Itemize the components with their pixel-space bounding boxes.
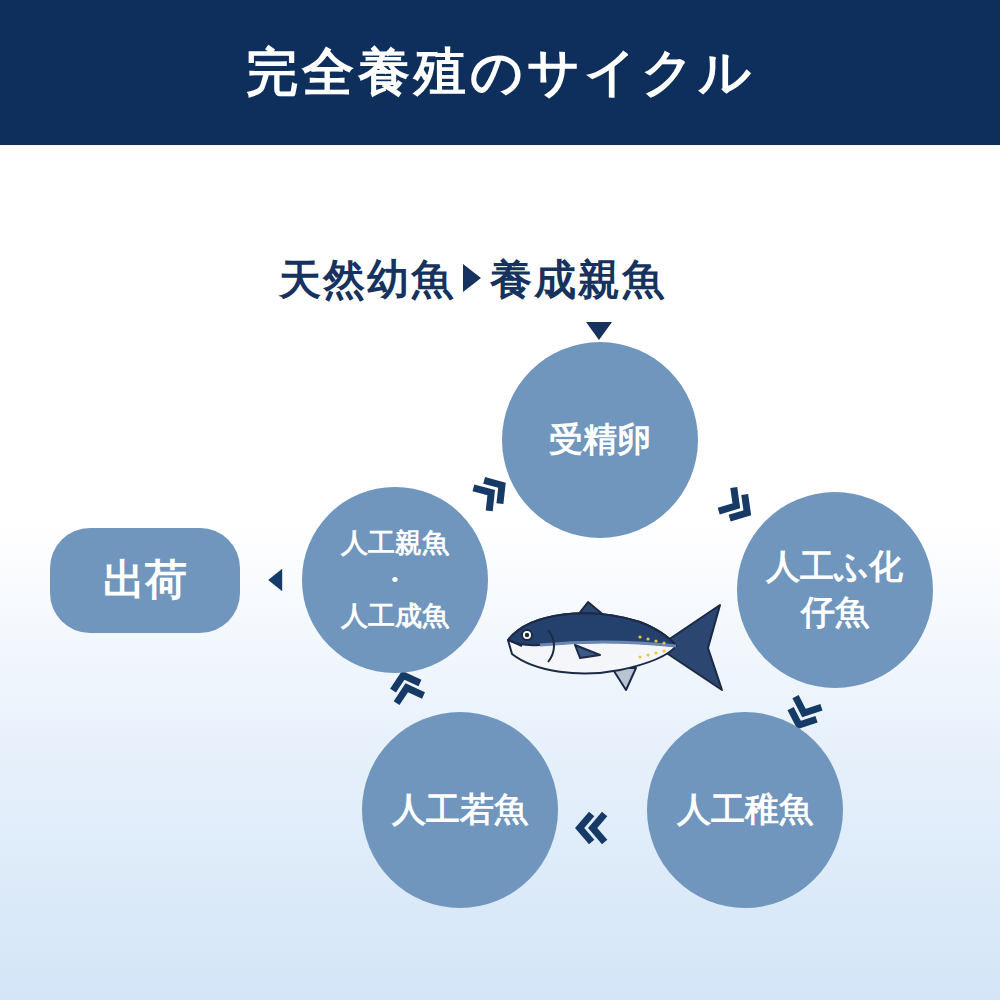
cycle-label: 天然幼魚: [279, 252, 455, 308]
pointer-triangle: [586, 322, 612, 340]
stage-circle: 人工稚魚: [647, 712, 843, 908]
chevron: [484, 480, 502, 503]
chevron: [580, 814, 592, 842]
title: 完全養殖のサイクル: [246, 38, 755, 108]
node-text: 人工親魚 ・ 人工成魚: [333, 525, 457, 634]
pointer-triangle: [463, 264, 481, 292]
node-text: 人工若魚: [375, 787, 545, 833]
chevron: [397, 688, 424, 703]
flow-arrow: [473, 480, 502, 510]
cycle-label: 養成親魚: [490, 252, 666, 308]
chevron: [730, 495, 748, 519]
chevron: [719, 488, 737, 512]
tuna-illustration: [508, 602, 722, 690]
stage-circle: 人工親魚 ・ 人工成魚: [302, 487, 487, 672]
stage-circle: 人工若魚: [362, 712, 558, 908]
chevron: [796, 697, 822, 713]
flow-arrow: [791, 697, 822, 725]
stage-circle: 受精卵: [502, 342, 698, 538]
arrowhead: [268, 569, 282, 591]
flow-arrow: [719, 488, 748, 519]
shipping-box: 出荷: [50, 528, 240, 633]
node-text: 人工ふ化 仔魚: [760, 544, 910, 636]
chevron: [393, 675, 420, 690]
node-text: 受精卵: [515, 417, 685, 463]
chevron: [593, 814, 605, 842]
node-text: 人工稚魚: [660, 787, 830, 833]
stage-circle: 人工ふ化 仔魚: [737, 492, 933, 688]
flow-arrow: [268, 569, 282, 591]
node-text: 出荷: [65, 552, 225, 609]
flow-arrow: [393, 675, 423, 703]
title-band: 完全養殖のサイクル: [0, 0, 1000, 145]
chevron: [473, 488, 491, 511]
chevron: [791, 709, 817, 725]
flow-arrow: [580, 814, 605, 842]
